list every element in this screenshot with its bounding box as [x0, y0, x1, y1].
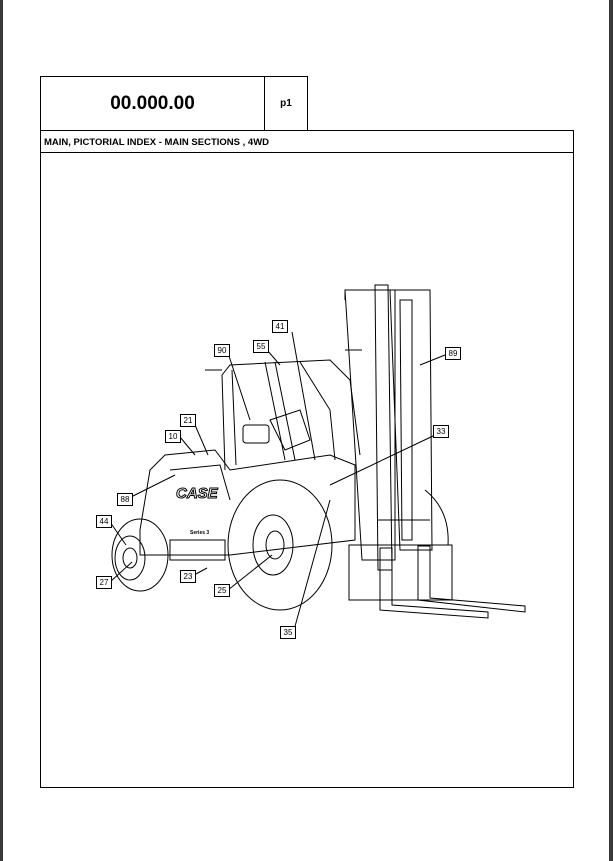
callout-88[interactable]: 88 [117, 493, 133, 506]
callout-41[interactable]: 41 [272, 320, 288, 333]
callout-33[interactable]: 33 [433, 425, 449, 438]
viewer-frame-right [609, 0, 613, 861]
callout-44[interactable]: 44 [96, 515, 112, 528]
callout-90[interactable]: 90 [214, 344, 230, 357]
case-logo: CASE [176, 485, 219, 503]
viewer-frame-left [0, 0, 3, 861]
callout-27[interactable]: 27 [96, 576, 112, 589]
callout-10[interactable]: 10 [165, 430, 181, 443]
callout-25[interactable]: 25 [214, 584, 230, 597]
callout-23[interactable]: 23 [180, 570, 196, 583]
callout-35[interactable]: 35 [280, 626, 296, 639]
callout-21[interactable]: 21 [180, 414, 196, 427]
callout-89[interactable]: 89 [445, 347, 461, 360]
drawing-area [40, 152, 574, 788]
series-decal: Series 3 [190, 530, 210, 536]
callout-55[interactable]: 55 [253, 340, 269, 353]
